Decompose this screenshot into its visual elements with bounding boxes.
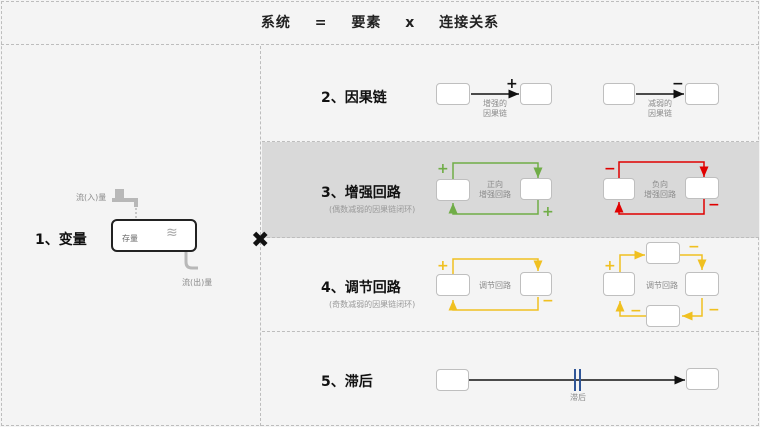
reinforcing-neg-sign-bottom: − [708, 197, 720, 213]
balancing-right-sign-minus-top: − [688, 239, 700, 255]
reinforcing-pos-caption-line1: 正向 [487, 180, 503, 189]
times-operator-icon: ✖ [251, 228, 270, 253]
delay-cause-box [436, 369, 469, 391]
reinforcing-loop-row [262, 142, 759, 238]
reinforcing-pos-caption: 正向 增强回路 [470, 180, 520, 200]
balancing-right-box-bottom [646, 305, 680, 327]
balancing-left-caption: 调节回路 [479, 281, 511, 290]
chain-pos-effect-box [520, 83, 552, 105]
balancing-right-sign-minus-right: − [708, 302, 720, 318]
balancing-loop-label: 4、调节回路 [321, 280, 401, 296]
balancing-left-sign-minus: − [542, 293, 554, 309]
reinforcing-neg-box-left [603, 178, 635, 200]
inflow-label: 流(入)量 [76, 193, 107, 202]
reinforcing-neg-caption-line2: 增强回路 [644, 190, 676, 199]
reinforcing-neg-box-right [685, 177, 719, 199]
stock-box [111, 219, 197, 252]
balancing-loop-row [262, 238, 759, 332]
balancing-right-box-left [603, 272, 635, 296]
reinforcing-pos-sign-bottom: + [542, 204, 554, 220]
balancing-right-box-top [646, 242, 680, 264]
causal-chain-row [262, 46, 759, 142]
delay-label: 5、滞后 [321, 374, 373, 390]
water-icon: ≋ [166, 225, 178, 241]
diagram-title: 系统 = 要素 x 连接关系 [0, 12, 760, 32]
balancing-right-box-right [685, 272, 719, 296]
variables-panel [1, 46, 261, 426]
causal-chain-label: 2、因果链 [321, 90, 387, 106]
chain-pos-caption: 增强的 因果链 [470, 99, 520, 119]
title-part-system: 系统 [260, 15, 291, 31]
outflow-label: 流(出)量 [182, 278, 213, 287]
title-part-equals: = [314, 15, 328, 31]
reinforcing-neg-sign-top: − [604, 161, 616, 177]
balancing-right-sign-plus: + [604, 258, 616, 274]
chain-neg-caption-line2: 因果链 [648, 109, 672, 118]
reinforcing-neg-caption: 负向 增强回路 [635, 180, 685, 200]
reinforcing-pos-sign-top: + [437, 161, 449, 177]
title-part-times: x [405, 15, 416, 31]
chain-pos-cause-box [436, 83, 470, 105]
chain-neg-caption: 减弱的 因果链 [635, 99, 685, 119]
chain-pos-sign: + [506, 76, 518, 92]
reinforcing-loop-label: 3、增强回路 [321, 185, 401, 201]
balancing-loop-sublabel: (奇数减弱的因果链闭环) [329, 300, 416, 309]
stock-label: 存量 [122, 234, 138, 243]
chain-pos-caption-line2: 因果链 [483, 109, 507, 118]
delay-caption: 滞后 [570, 393, 586, 402]
reinforcing-loop-sublabel: (偶数减弱的因果链闭环) [329, 205, 416, 214]
balancing-left-box-a [436, 274, 470, 296]
delay-effect-box [686, 368, 719, 390]
title-part-elements: 要素 [351, 15, 382, 31]
chain-neg-sign: − [672, 76, 684, 92]
variables-label: 1、变量 [35, 232, 87, 248]
chain-neg-caption-line1: 减弱的 [648, 99, 672, 108]
title-part-relations: 连接关系 [439, 15, 500, 31]
reinforcing-pos-caption-line2: 增强回路 [479, 190, 511, 199]
balancing-left-box-b [520, 272, 552, 296]
chain-neg-effect-box [685, 83, 719, 105]
balancing-right-sign-minus-bottom: − [630, 303, 642, 319]
title-row [1, 1, 759, 45]
chain-pos-caption-line1: 增强的 [483, 99, 507, 108]
balancing-right-caption: 调节回路 [646, 281, 678, 290]
chain-neg-cause-box [603, 83, 635, 105]
reinforcing-pos-box-right [520, 178, 552, 200]
reinforcing-pos-box-left [436, 179, 470, 201]
reinforcing-neg-caption-line1: 负向 [652, 180, 668, 189]
balancing-left-sign-plus: + [437, 258, 449, 274]
